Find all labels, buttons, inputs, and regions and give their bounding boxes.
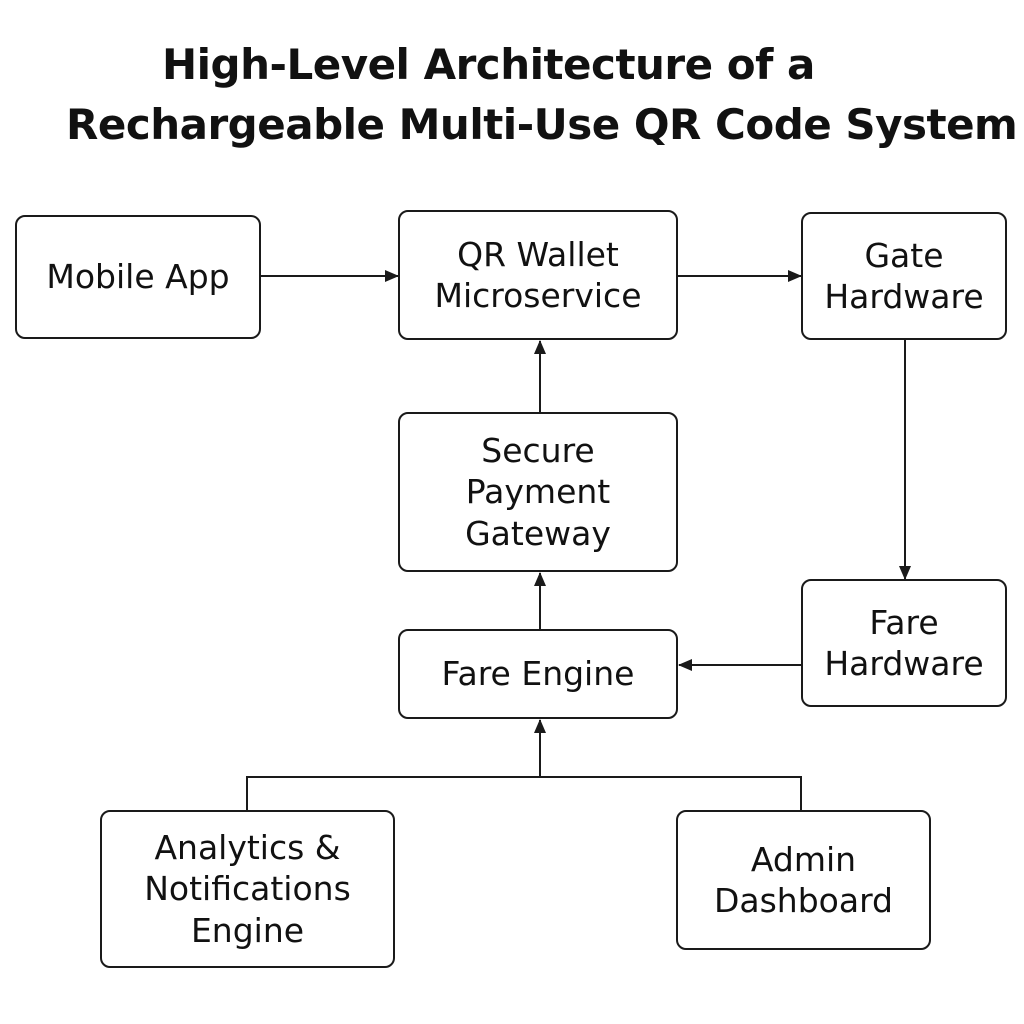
diagram-title-line-2: Rechargeable Multi-Use QR Code System <box>66 100 1018 149</box>
node-mobile-app-label: Mobile App <box>46 257 230 297</box>
node-qr-wallet-microservice[interactable]: QR Wallet Microservice <box>398 210 678 340</box>
node-fare-engine[interactable]: Fare Engine <box>398 629 678 719</box>
node-secure-payment-gateway-label: Secure Payment Gateway <box>465 431 611 553</box>
diagram-title-line-1: High-Level Architecture of a <box>162 40 815 89</box>
node-qr-wallet-microservice-label: QR Wallet Microservice <box>434 234 642 315</box>
node-admin-dashboard[interactable]: Admin Dashboard <box>676 810 931 950</box>
node-gate-hardware-label: Gate Hardware <box>824 235 984 316</box>
node-gate-hardware[interactable]: Gate Hardware <box>801 212 1007 340</box>
edge-analytics-to-bus <box>246 776 540 810</box>
node-analytics-notifications-engine-label: Analytics & Notifications Engine <box>144 828 351 950</box>
node-fare-hardware[interactable]: Fare Hardware <box>801 579 1007 707</box>
node-mobile-app[interactable]: Mobile App <box>15 215 261 339</box>
node-analytics-notifications-engine[interactable]: Analytics & Notifications Engine <box>100 810 395 968</box>
node-secure-payment-gateway[interactable]: Secure Payment Gateway <box>398 412 678 572</box>
node-admin-dashboard-label: Admin Dashboard <box>713 839 894 920</box>
node-fare-engine-label: Fare Engine <box>441 654 635 694</box>
node-fare-hardware-label: Fare Hardware <box>824 602 984 683</box>
edge-admin-dashboard-to-bus <box>540 776 802 810</box>
